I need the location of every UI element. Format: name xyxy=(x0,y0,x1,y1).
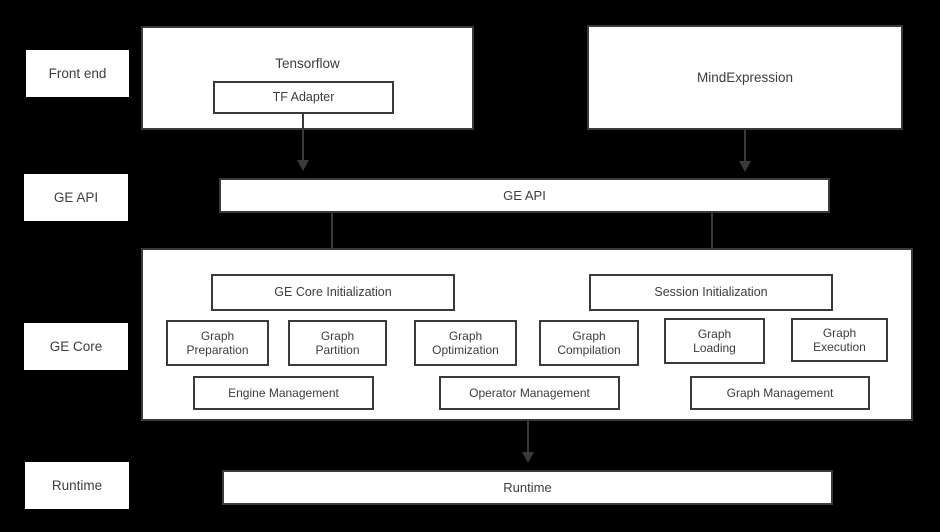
management-operator: Operator Management xyxy=(439,376,620,410)
connector-tf-adapter-to-ge-api xyxy=(302,114,304,164)
module-graph-execution-label: Graph Execution xyxy=(813,325,866,354)
management-engine-label: Engine Management xyxy=(228,385,339,400)
module-graph-optimization: Graph Optimization xyxy=(414,320,517,366)
stage-label-ge-api-text: GE API xyxy=(53,189,99,205)
management-operator-label: Operator Management xyxy=(469,385,590,400)
module-graph-optimization-label: Graph Optimization xyxy=(432,328,499,357)
connector-mindexpression-to-ge-api xyxy=(744,130,746,166)
module-graph-execution: Graph Execution xyxy=(791,318,888,362)
arrowhead-tf-adapter-to-ge-api xyxy=(297,160,309,171)
connector-ge-api-to-ge-core-init xyxy=(331,213,333,265)
module-graph-preparation: Graph Preparation xyxy=(166,320,269,366)
stage-label-front-end: Front end xyxy=(26,50,129,97)
runtime-bar-label: Runtime xyxy=(503,479,552,495)
tensorflow-container: Tensorflow xyxy=(141,26,474,130)
runtime-bar: Runtime xyxy=(222,470,833,505)
management-engine: Engine Management xyxy=(193,376,374,410)
stage-label-runtime-text: Runtime xyxy=(51,477,103,493)
management-graph: Graph Management xyxy=(690,376,870,410)
ge-core-initialization-box: GE Core Initialization xyxy=(211,274,455,311)
stage-label-runtime: Runtime xyxy=(25,462,129,509)
tf-adapter-box: TF Adapter xyxy=(213,81,394,114)
stage-label-ge-core-text: GE Core xyxy=(49,338,103,354)
tensorflow-title: Tensorflow xyxy=(275,56,340,71)
module-graph-compilation-label: Graph Compilation xyxy=(557,328,621,357)
ge-api-bar-label: GE API xyxy=(503,187,546,203)
stage-label-front-end-text: Front end xyxy=(48,65,107,81)
session-initialization-label: Session Initialization xyxy=(654,285,768,300)
management-graph-label: Graph Management xyxy=(726,385,834,400)
module-graph-partition: Graph Partition xyxy=(288,320,387,366)
mindexpression-container: MindExpression xyxy=(587,25,903,130)
module-graph-preparation-label: Graph Preparation xyxy=(186,328,249,357)
ge-core-initialization-label: GE Core Initialization xyxy=(274,285,392,300)
stage-label-ge-api: GE API xyxy=(24,174,128,221)
module-graph-partition-label: Graph Partition xyxy=(315,328,360,357)
ge-api-bar: GE API xyxy=(219,178,830,213)
stage-label-ge-core: GE Core xyxy=(24,323,128,370)
module-graph-compilation: Graph Compilation xyxy=(539,320,639,366)
connector-ge-api-to-session-init xyxy=(711,213,713,265)
arrowhead-ge-core-to-runtime xyxy=(522,452,534,463)
module-graph-loading: Graph Loading xyxy=(664,318,765,364)
session-initialization-box: Session Initialization xyxy=(589,274,833,311)
connector-ge-core-to-runtime xyxy=(527,421,529,455)
module-graph-loading-label: Graph Loading xyxy=(693,326,736,355)
tf-adapter-label: TF Adapter xyxy=(272,90,335,105)
mindexpression-title: MindExpression xyxy=(696,69,794,85)
arrowhead-mindexpression-to-ge-api xyxy=(739,161,751,172)
